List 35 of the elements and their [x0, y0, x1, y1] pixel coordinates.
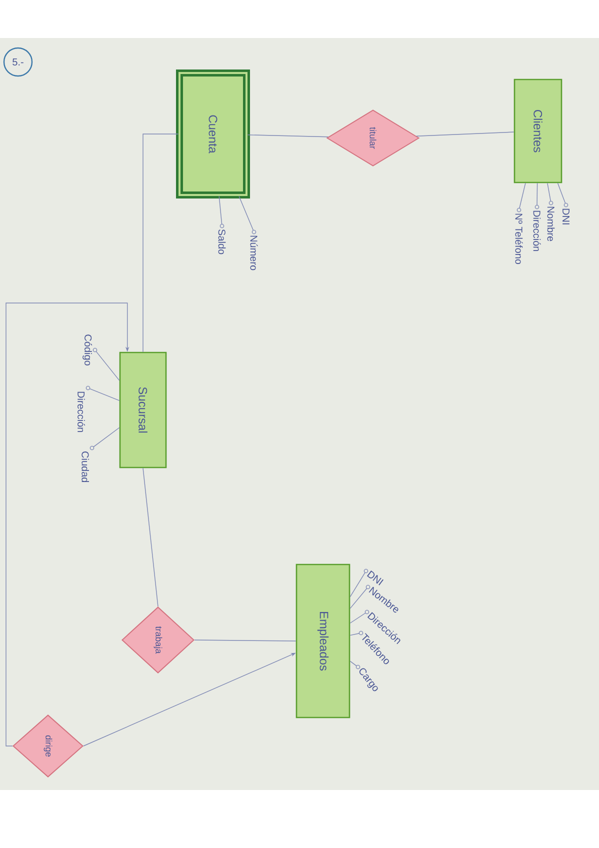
- entity-box: Sucursal: [119, 352, 167, 468]
- connector-line: [194, 640, 296, 642]
- connector-line: [238, 196, 254, 231]
- entity-box: Empleados: [296, 564, 350, 718]
- attribute-label: DNI: [366, 570, 384, 586]
- connector-line: [557, 182, 566, 204]
- attribute-label: Dirección: [78, 392, 85, 432]
- connector-line: [350, 612, 366, 624]
- arrow: [6, 302, 130, 746]
- connector-line: [89, 388, 120, 401]
- attribute-label: Nombre: [547, 206, 555, 242]
- entity-box: Clientes: [514, 78, 562, 184]
- weak-entity-box: Cuenta: [176, 70, 250, 198]
- connector-line: [142, 468, 158, 607]
- connector-line: [142, 134, 179, 352]
- attribute-label: Código: [82, 334, 92, 366]
- connector-line: [416, 132, 514, 136]
- attribute-label: Saldo: [218, 229, 226, 254]
- connector-line: [536, 182, 538, 206]
- connector-line: [350, 633, 360, 636]
- connector-line: [93, 427, 120, 448]
- attribute-label: Nº Teléfono: [515, 214, 523, 264]
- connector-line: [350, 660, 357, 666]
- circled-number: 5.-: [3, 47, 33, 77]
- connector-line: [247, 134, 329, 138]
- attribute-label: Dirección: [533, 210, 541, 252]
- connector-line: [519, 182, 526, 209]
- connector-line: [547, 182, 552, 202]
- connector-line: [350, 588, 368, 609]
- connector-line: [96, 351, 120, 381]
- attribute-label: Número: [250, 236, 258, 270]
- attribute-label: Ciudad: [82, 452, 89, 482]
- attribute-label: DNI: [562, 208, 570, 224]
- connector-line: [218, 196, 222, 225]
- connector-line: [350, 572, 366, 598]
